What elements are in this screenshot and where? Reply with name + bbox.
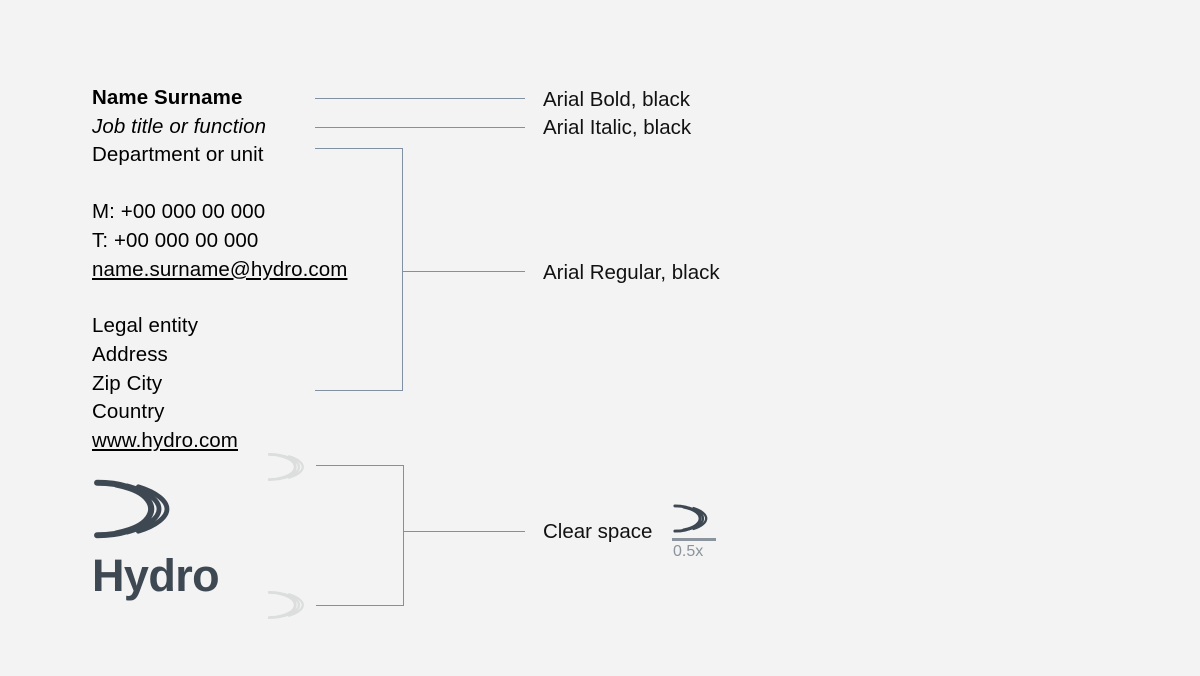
signature-line-job-title: Job title or function bbox=[92, 114, 267, 138]
signature-line-address: Address bbox=[92, 342, 168, 366]
bracket-clearspace-spine bbox=[403, 465, 404, 606]
clear-space-ratio-label: 0.5x bbox=[673, 543, 704, 560]
label-arial-italic: Arial Italic, black bbox=[543, 116, 692, 139]
clear-space-ghost-mark-bottom bbox=[267, 588, 307, 622]
hydro-logo: Hydro bbox=[92, 478, 220, 601]
leader-line-italic bbox=[315, 127, 525, 128]
signature-line-legal-entity: Legal entity bbox=[92, 314, 199, 338]
email-signature-block: Name Surname Job title or function Depar… bbox=[92, 84, 392, 456]
signature-spacer-1 bbox=[92, 170, 392, 198]
label-arial-regular: Arial Regular, black bbox=[543, 261, 720, 284]
clear-space-measure-chip: 0.5x bbox=[672, 503, 718, 561]
bracket-clearspace-top-arm bbox=[316, 465, 404, 466]
signature-line-telephone: T: +00 000 00 000 bbox=[92, 228, 259, 252]
signature-line-mobile: M: +00 000 00 000 bbox=[92, 200, 266, 224]
clear-space-ghost-mark-top bbox=[267, 450, 307, 484]
leader-line-bold bbox=[315, 98, 525, 99]
hydro-wordmark: Hydro bbox=[92, 550, 220, 601]
bracket-clearspace-bottom-arm bbox=[316, 605, 404, 606]
bracket-regular-bottom-arm bbox=[315, 390, 403, 391]
signature-line-website[interactable]: www.hydro.com bbox=[92, 429, 238, 453]
signature-line-zip-city: Zip City bbox=[92, 371, 163, 395]
clear-space-measure-rule bbox=[672, 538, 716, 541]
signature-line-name: Name Surname bbox=[92, 86, 243, 109]
signature-line-email[interactable]: name.surname@hydro.com bbox=[92, 257, 348, 281]
bracket-regular-spine bbox=[402, 148, 403, 391]
label-arial-bold: Arial Bold, black bbox=[543, 88, 690, 111]
bracket-regular-top-arm bbox=[315, 148, 403, 149]
leader-line-clearspace bbox=[403, 531, 525, 532]
label-clear-space: Clear space bbox=[543, 520, 653, 543]
hydro-crescent-mark-icon bbox=[672, 503, 718, 534]
signature-line-department: Department or unit bbox=[92, 143, 264, 167]
signature-spacer-2 bbox=[92, 284, 392, 312]
leader-line-regular bbox=[402, 271, 525, 272]
signature-line-country: Country bbox=[92, 400, 165, 424]
hydro-crescent-mark-icon bbox=[92, 478, 219, 540]
